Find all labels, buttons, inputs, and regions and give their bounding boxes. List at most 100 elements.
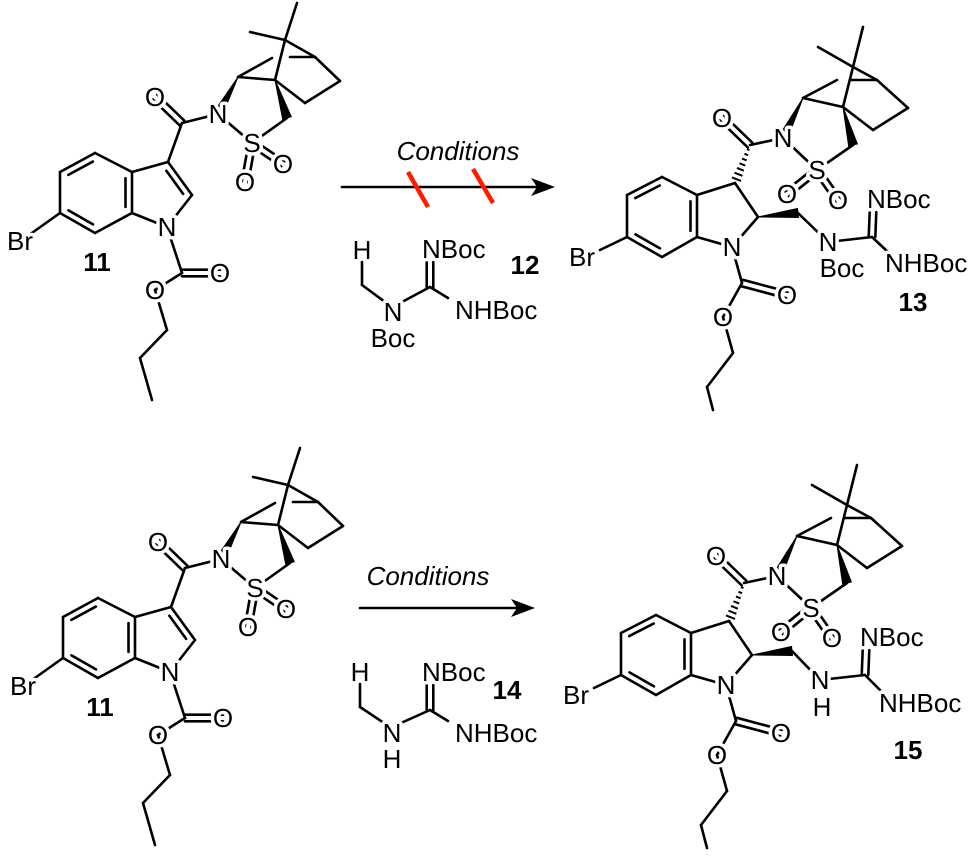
wedge-bond <box>772 535 798 579</box>
single-bond <box>130 160 170 174</box>
ester-carbonyl-oxygen-label: O <box>213 703 233 733</box>
amine-nhboc-label: NHBoc <box>879 688 961 718</box>
single-bond <box>815 143 855 172</box>
double-bond-inner <box>633 184 662 200</box>
single-bond <box>775 574 813 610</box>
double-bond <box>741 278 790 294</box>
single-bond <box>303 79 342 105</box>
nitrogen-label: N <box>383 718 402 748</box>
single-bond <box>721 315 735 355</box>
single-bond <box>96 596 137 619</box>
hashed-bond <box>725 586 744 620</box>
hashed-bond <box>731 148 750 182</box>
hash-line <box>741 157 748 162</box>
single-bond <box>863 673 882 692</box>
guanidine-nitrogen-label: N <box>811 665 830 695</box>
sulfonyl-oxygen-label: O <box>238 612 258 642</box>
double-bond <box>625 175 664 197</box>
sultam-nitrogen-label: N <box>774 123 793 153</box>
double-bond <box>58 211 97 235</box>
reaction-arrow <box>358 599 535 617</box>
nitrogen-substituent-label: Boc <box>371 323 416 353</box>
wedge-bond <box>274 79 292 121</box>
single-bond <box>248 30 287 42</box>
single-bond <box>273 78 307 105</box>
double-bond <box>812 170 837 204</box>
hash-line <box>739 162 746 167</box>
single-bond <box>654 673 693 697</box>
failed-reaction-slash-icon <box>471 167 495 205</box>
double-bond <box>873 210 878 239</box>
sulfonyl-oxygen-label: O <box>771 617 791 647</box>
single-bond <box>841 65 855 109</box>
wedge-bond <box>778 97 804 141</box>
double-bond <box>781 609 815 636</box>
sulfur-label: S <box>802 593 819 623</box>
product-1-bonds <box>592 463 904 850</box>
indole-nitrogen-label: N <box>161 657 180 687</box>
single-bond <box>705 351 735 389</box>
double-bond <box>625 235 664 259</box>
hash-line <box>746 148 750 151</box>
single-bond <box>141 801 157 847</box>
single-bond <box>660 175 699 197</box>
single-bond <box>695 235 734 249</box>
single-bond <box>781 136 819 172</box>
single-bond <box>724 683 738 723</box>
hydrogen-label: H <box>353 235 372 265</box>
double-bond <box>243 586 254 628</box>
ester-carbonyl-oxygen-label: O <box>771 718 791 748</box>
single-bond <box>851 25 865 69</box>
single-bond <box>183 557 223 570</box>
double-bond <box>777 604 811 631</box>
bromine-label: Br <box>7 226 33 256</box>
double-bond-inner <box>70 654 98 671</box>
hash-line <box>736 167 745 172</box>
double-bond <box>240 141 251 183</box>
single-bond <box>250 116 289 145</box>
single-bond <box>851 65 879 82</box>
carbonyl-oxygen-label: O <box>706 541 726 571</box>
hash-line <box>740 586 744 589</box>
double-bond <box>249 587 260 629</box>
compound-number: 14 <box>493 675 522 705</box>
single-bond <box>138 328 169 360</box>
single-bond <box>705 385 715 412</box>
hash-line <box>730 605 739 610</box>
single-bond <box>598 235 629 252</box>
reaction-arrow-failed <box>340 167 555 209</box>
double-bond <box>718 119 750 149</box>
sulfonyl-oxygen-label: O <box>276 594 296 624</box>
guanidine-15-bonds <box>790 648 882 692</box>
substrate-0-bonds <box>20 1 342 402</box>
ester-oxygen-label: O <box>707 740 727 770</box>
single-bond <box>138 356 154 402</box>
single-bond <box>239 520 280 527</box>
nitrogen-substituent-label: H <box>383 744 402 774</box>
single-bond <box>801 78 839 100</box>
double-bond-inner <box>627 622 656 638</box>
sulfur-label: S <box>243 128 260 158</box>
ester-oxygen-label: O <box>145 275 165 305</box>
single-bond <box>273 38 287 82</box>
single-bond <box>239 501 277 524</box>
carbonyl-oxygen-label: O <box>145 82 165 112</box>
compound-number: 11 <box>83 247 111 277</box>
single-bond <box>180 112 220 125</box>
single-bond <box>133 605 173 619</box>
conditions-label: Conditions <box>397 136 520 166</box>
double-bond <box>246 142 257 184</box>
double-bond <box>61 656 100 680</box>
ester-carbonyl-oxygen-label: O <box>210 258 230 288</box>
double-bond <box>818 166 843 200</box>
single-bond <box>313 55 342 83</box>
single-bond <box>660 235 699 259</box>
single-bond <box>869 516 904 548</box>
imine-nboc-label: NBoc <box>422 234 486 264</box>
single-bond <box>733 181 760 219</box>
single-bond <box>810 483 849 507</box>
conditions-label: Conditions <box>367 561 490 591</box>
double-bond <box>155 93 186 122</box>
single-bond <box>699 823 709 850</box>
